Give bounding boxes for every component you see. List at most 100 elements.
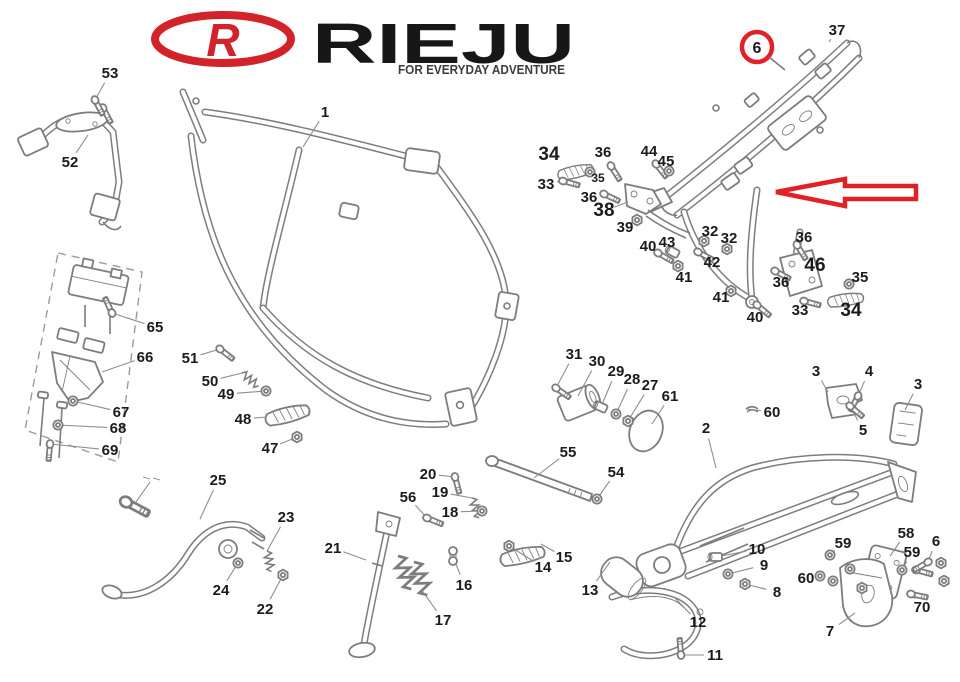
leader-line <box>708 438 717 469</box>
part-label-58: 58 <box>898 525 915 542</box>
part-label-42: 42 <box>704 254 721 271</box>
part-label-36: 36 <box>581 189 598 206</box>
nut-glyph <box>739 577 751 591</box>
logo-emblem-r: R <box>206 14 239 66</box>
chain-guard-drawing <box>608 586 704 660</box>
washer-glyph <box>52 419 64 431</box>
leader-line <box>540 543 555 553</box>
leader-line <box>420 588 438 612</box>
part-label-8: 8 <box>773 584 781 601</box>
part-label-61: 61 <box>662 388 679 405</box>
part-label-32: 32 <box>721 230 738 247</box>
part-label-3: 3 <box>812 363 820 380</box>
leader-line <box>904 393 914 411</box>
leader-line <box>533 458 560 479</box>
part-label-68: 68 <box>110 420 127 437</box>
part-label-33: 33 <box>538 176 555 193</box>
part-label-5: 5 <box>859 422 867 439</box>
logo-oval <box>151 11 295 67</box>
part-label-50: 50 <box>202 373 219 390</box>
leader-line <box>302 121 320 148</box>
subframe-drawing <box>639 39 863 309</box>
part-label-40: 40 <box>747 309 764 326</box>
washer-glyph <box>722 568 734 580</box>
part-label-35: 35 <box>591 171 605 185</box>
bolt-glyph <box>605 159 624 184</box>
part-label-69: 69 <box>102 442 119 459</box>
part-label-44: 44 <box>641 143 658 160</box>
red-circle <box>739 29 775 65</box>
part-label-12: 12 <box>690 614 707 631</box>
leader-line <box>820 380 829 393</box>
washer-glyph <box>610 408 622 420</box>
nut-glyph <box>503 539 515 553</box>
part-label-59: 59 <box>835 535 852 552</box>
spring-glyph <box>262 549 277 574</box>
battery-group-drawing <box>24 252 143 463</box>
part-label-49: 49 <box>218 386 235 403</box>
leader-line <box>889 541 901 557</box>
part-label-4: 4 <box>865 363 874 380</box>
part-label-43: 43 <box>659 234 676 251</box>
part-label-3: 3 <box>914 376 922 393</box>
part-label-65: 65 <box>147 319 164 336</box>
part-label-40: 40 <box>640 238 657 255</box>
part-label-13: 13 <box>582 582 599 599</box>
cap-61-drawing <box>628 409 664 453</box>
part-label-56: 56 <box>400 489 417 506</box>
part-label-24: 24 <box>213 582 230 599</box>
leader-line <box>450 493 473 499</box>
part-label-51: 51 <box>182 350 199 367</box>
leader-line <box>57 424 108 428</box>
leader-line <box>343 551 367 561</box>
part-label-60: 60 <box>764 404 781 421</box>
leader-line <box>828 38 832 43</box>
washer-glyph <box>814 570 826 582</box>
part-label-15: 15 <box>556 549 573 566</box>
part-label-19: 19 <box>432 484 449 501</box>
washer-glyph <box>260 385 272 397</box>
logo-brand: RIEJU <box>312 12 575 76</box>
footpeg-48-drawing <box>262 401 313 429</box>
part-label-36: 36 <box>595 144 612 161</box>
part-label-67: 67 <box>113 404 130 421</box>
bolt-glyph <box>675 636 686 661</box>
part-label-31: 31 <box>566 346 583 363</box>
nut-glyph <box>622 414 634 428</box>
washer-glyph <box>232 557 244 569</box>
part-label-6: 6 <box>932 533 940 550</box>
part-label-33: 33 <box>792 302 809 319</box>
bolt-glyph <box>44 438 55 463</box>
brake-pedal-drawing <box>101 476 266 600</box>
part-label-59: 59 <box>904 544 921 561</box>
bolt-glyph <box>449 471 464 496</box>
part-label-45: 45 <box>658 153 675 170</box>
leader-line <box>651 404 665 425</box>
part-label-21: 21 <box>325 540 342 557</box>
part-label-10: 10 <box>749 541 766 558</box>
part-label-34: 34 <box>538 144 560 165</box>
part-label-16: 16 <box>456 577 473 594</box>
highlight-circle-6: 6 <box>739 29 786 71</box>
part-label-37: 37 <box>829 22 846 39</box>
rieju-logo: R RIEJU FOR EVERYDAY ADVENTURE <box>151 11 575 77</box>
part-label-32: 32 <box>702 223 719 240</box>
spring-glyph <box>238 369 262 390</box>
part-label-30: 30 <box>589 353 606 370</box>
chain-slider-drawing <box>827 544 950 628</box>
leader-line <box>595 561 611 582</box>
red-arrow-annotation <box>775 176 919 209</box>
part-label-38: 38 <box>593 200 614 221</box>
kickstand-drawing <box>348 511 436 659</box>
part-label-28: 28 <box>624 371 641 388</box>
part-label-47: 47 <box>262 440 279 457</box>
part-label-41: 41 <box>676 269 693 286</box>
part-label-48: 48 <box>235 411 252 428</box>
leader-line <box>111 312 145 325</box>
spacer-13-drawing <box>600 556 647 600</box>
part-label-52: 52 <box>62 154 79 171</box>
bolt-glyph <box>213 342 237 364</box>
part-label-23: 23 <box>278 509 295 526</box>
leader-line <box>49 443 100 450</box>
